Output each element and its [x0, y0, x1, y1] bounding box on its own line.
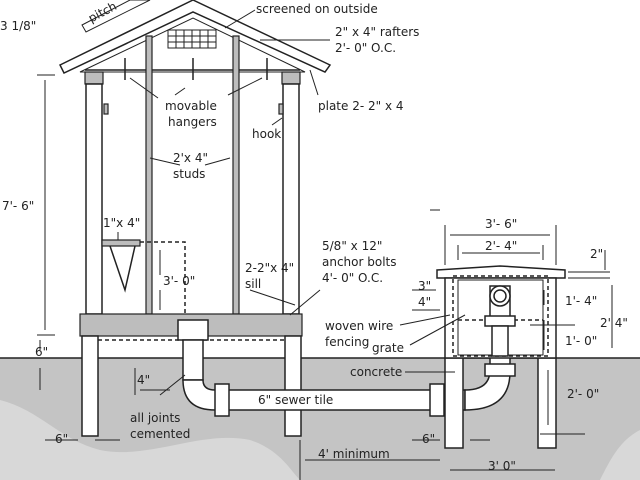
studs-label: studs: [173, 167, 205, 181]
hangers: [124, 58, 268, 80]
lid-label: 2": [590, 247, 603, 261]
corner-post-left: [85, 83, 103, 315]
footing-right-label: 6": [422, 432, 435, 446]
sill-size-label: 2-2"x 4": [245, 261, 294, 275]
dim-3-label: 3": [418, 279, 431, 293]
height-label: 7'- 6": [2, 199, 34, 213]
foundation-left: [81, 335, 99, 437]
grate-label: grate: [372, 341, 404, 355]
seat-height-label: 3'- 0": [163, 274, 195, 288]
leader-lines: [117, 9, 466, 396]
rafters-label: 2" x 4" rafters: [335, 25, 419, 39]
pitch-label: pitch: [86, 0, 119, 25]
bolts-label: anchor bolts: [322, 255, 397, 269]
box-inner-label: 2'- 4": [485, 239, 517, 253]
plate-left: [84, 71, 104, 85]
hook-right: [278, 103, 284, 115]
box-lid: [436, 265, 566, 279]
vent-screen: [167, 29, 217, 49]
pit-width-label: 3' 0": [488, 459, 516, 473]
upper-label: 1'- 4": [565, 294, 597, 308]
total-label: 2' 4": [600, 316, 628, 330]
fencing-label-1: woven wire: [325, 319, 393, 333]
fencing-label-2: fencing: [325, 335, 369, 349]
concrete-label: concrete: [350, 365, 402, 379]
corner-post-right: [282, 83, 300, 315]
joints-label-1: all joints: [130, 411, 180, 425]
hook-label: hook: [252, 127, 281, 141]
seat-brace: [109, 245, 136, 293]
seat-outline: [140, 241, 186, 315]
hangers-label-2: hangers: [168, 115, 217, 129]
hook-left: [103, 103, 109, 115]
rafters-spacing-label: 2'- 0" O.C.: [335, 41, 396, 55]
pipe-drop-label: 4": [137, 373, 150, 387]
pitch-tag: [81, 0, 151, 33]
foundation-right: [284, 335, 302, 437]
roof: [58, 0, 332, 74]
stud-right: [232, 35, 240, 315]
joints-label-2: cemented: [130, 427, 190, 441]
sewer-tile-label: 6" sewer tile: [258, 393, 333, 407]
vent-pipe: [484, 285, 516, 357]
plate-right: [281, 71, 301, 85]
box-outer-label: 3'- 6": [485, 217, 517, 231]
lower-label: 1'- 0": [565, 334, 597, 348]
dim-4-label: 4": [418, 295, 431, 309]
bolts-spacing-label: 4'- 0" O.C.: [322, 271, 383, 285]
sill-label: sill: [245, 277, 261, 291]
overhang-label: 3 1/8": [0, 19, 36, 33]
dimension-lines: [37, 74, 613, 480]
minimum-label: 4' minimum: [318, 447, 390, 461]
ground-lower-edge: [0, 400, 640, 480]
depth-label: 2'- 0": [567, 387, 599, 401]
seat-board-label: 1"x 4": [103, 216, 140, 230]
hangers-label-1: movable: [165, 99, 217, 113]
screened-label: screened on outside: [256, 2, 378, 16]
stud-left: [145, 35, 153, 315]
woven-wire-fencing: [452, 275, 549, 357]
bolts-size-label: 5/8" x 12": [322, 239, 382, 253]
studs-size-label: 2'x 4": [173, 151, 208, 165]
plate-label: plate 2- 2" x 4: [318, 99, 404, 113]
footing-left-label: 6": [55, 432, 68, 446]
above-ground-label: 6": [35, 345, 48, 359]
seat-board: [101, 239, 141, 247]
